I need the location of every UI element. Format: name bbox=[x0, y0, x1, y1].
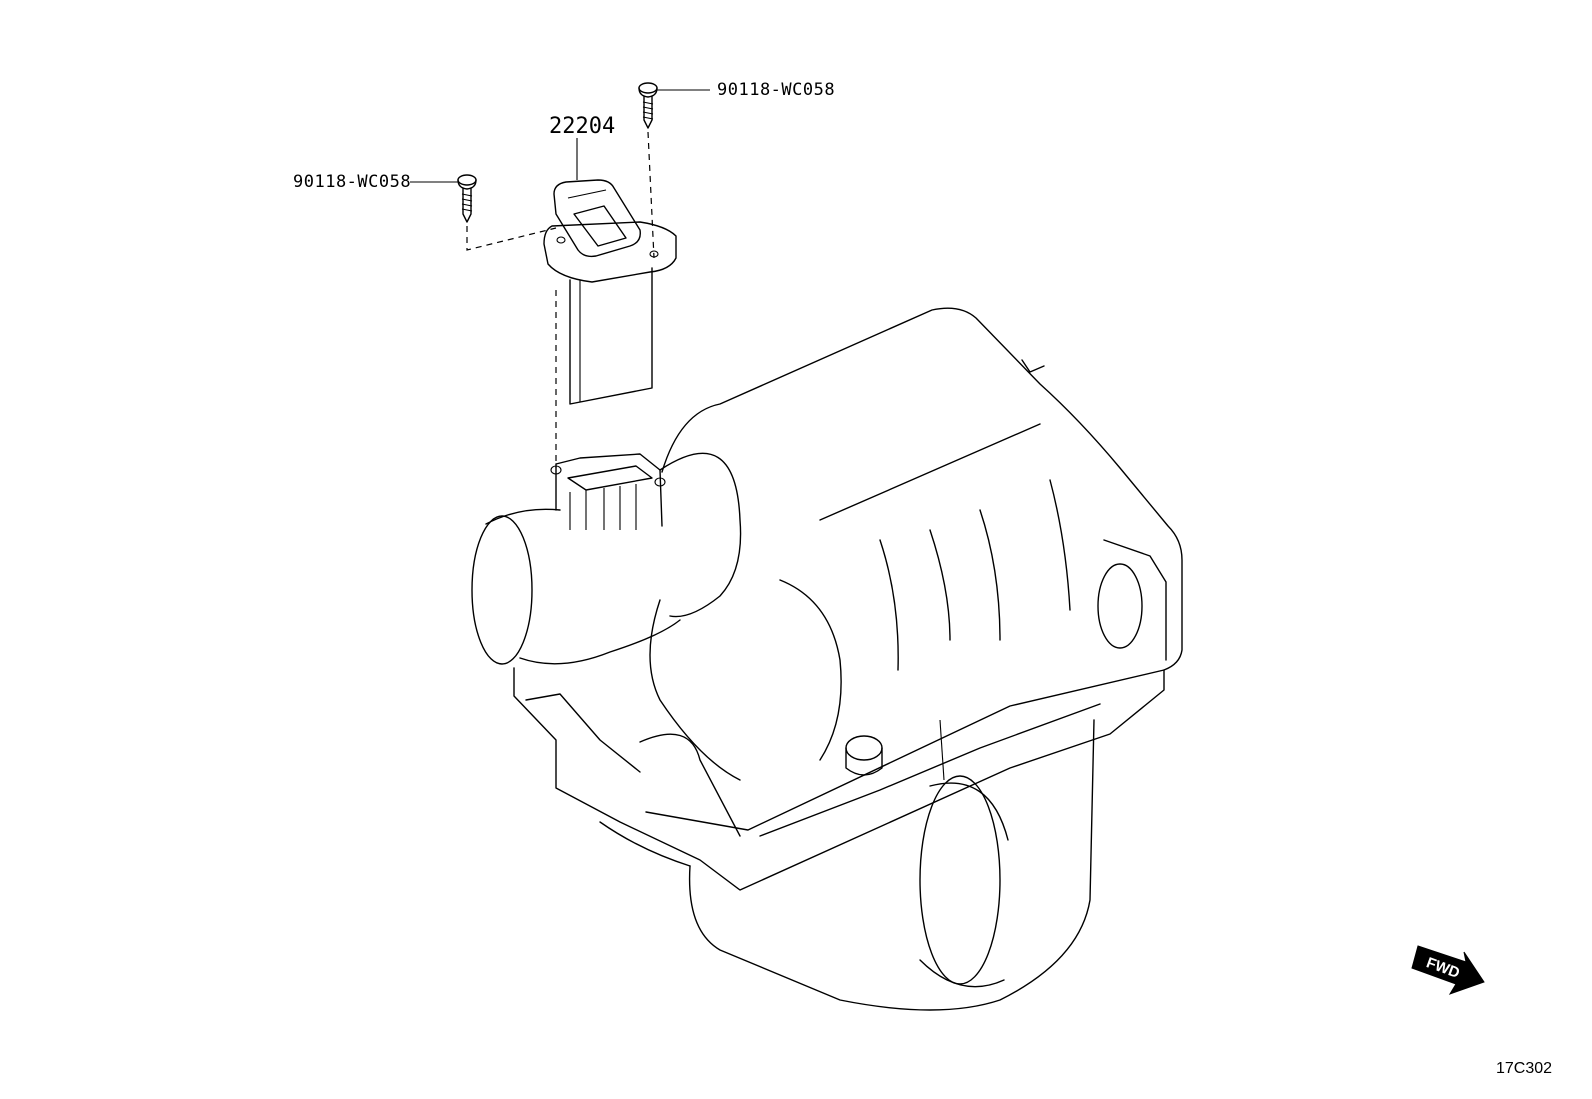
diagram-code: 17C302 bbox=[1496, 1060, 1553, 1077]
screw-right[interactable] bbox=[638, 82, 658, 129]
air-cleaner-assembly bbox=[471, 307, 1183, 1011]
air-flow-sensor[interactable] bbox=[543, 179, 677, 405]
dash-screw-right bbox=[647, 131, 655, 259]
sensor-part-number[interactable]: 22204 bbox=[549, 114, 616, 139]
fwd-arrow-icon: FWD bbox=[1411, 945, 1485, 995]
screw-left[interactable] bbox=[457, 174, 477, 223]
screw-right-part-number[interactable]: 90118-WC058 bbox=[717, 80, 836, 100]
dash-screw-left bbox=[466, 226, 557, 251]
screw-left-part-number[interactable]: 90118-WC058 bbox=[293, 172, 412, 192]
